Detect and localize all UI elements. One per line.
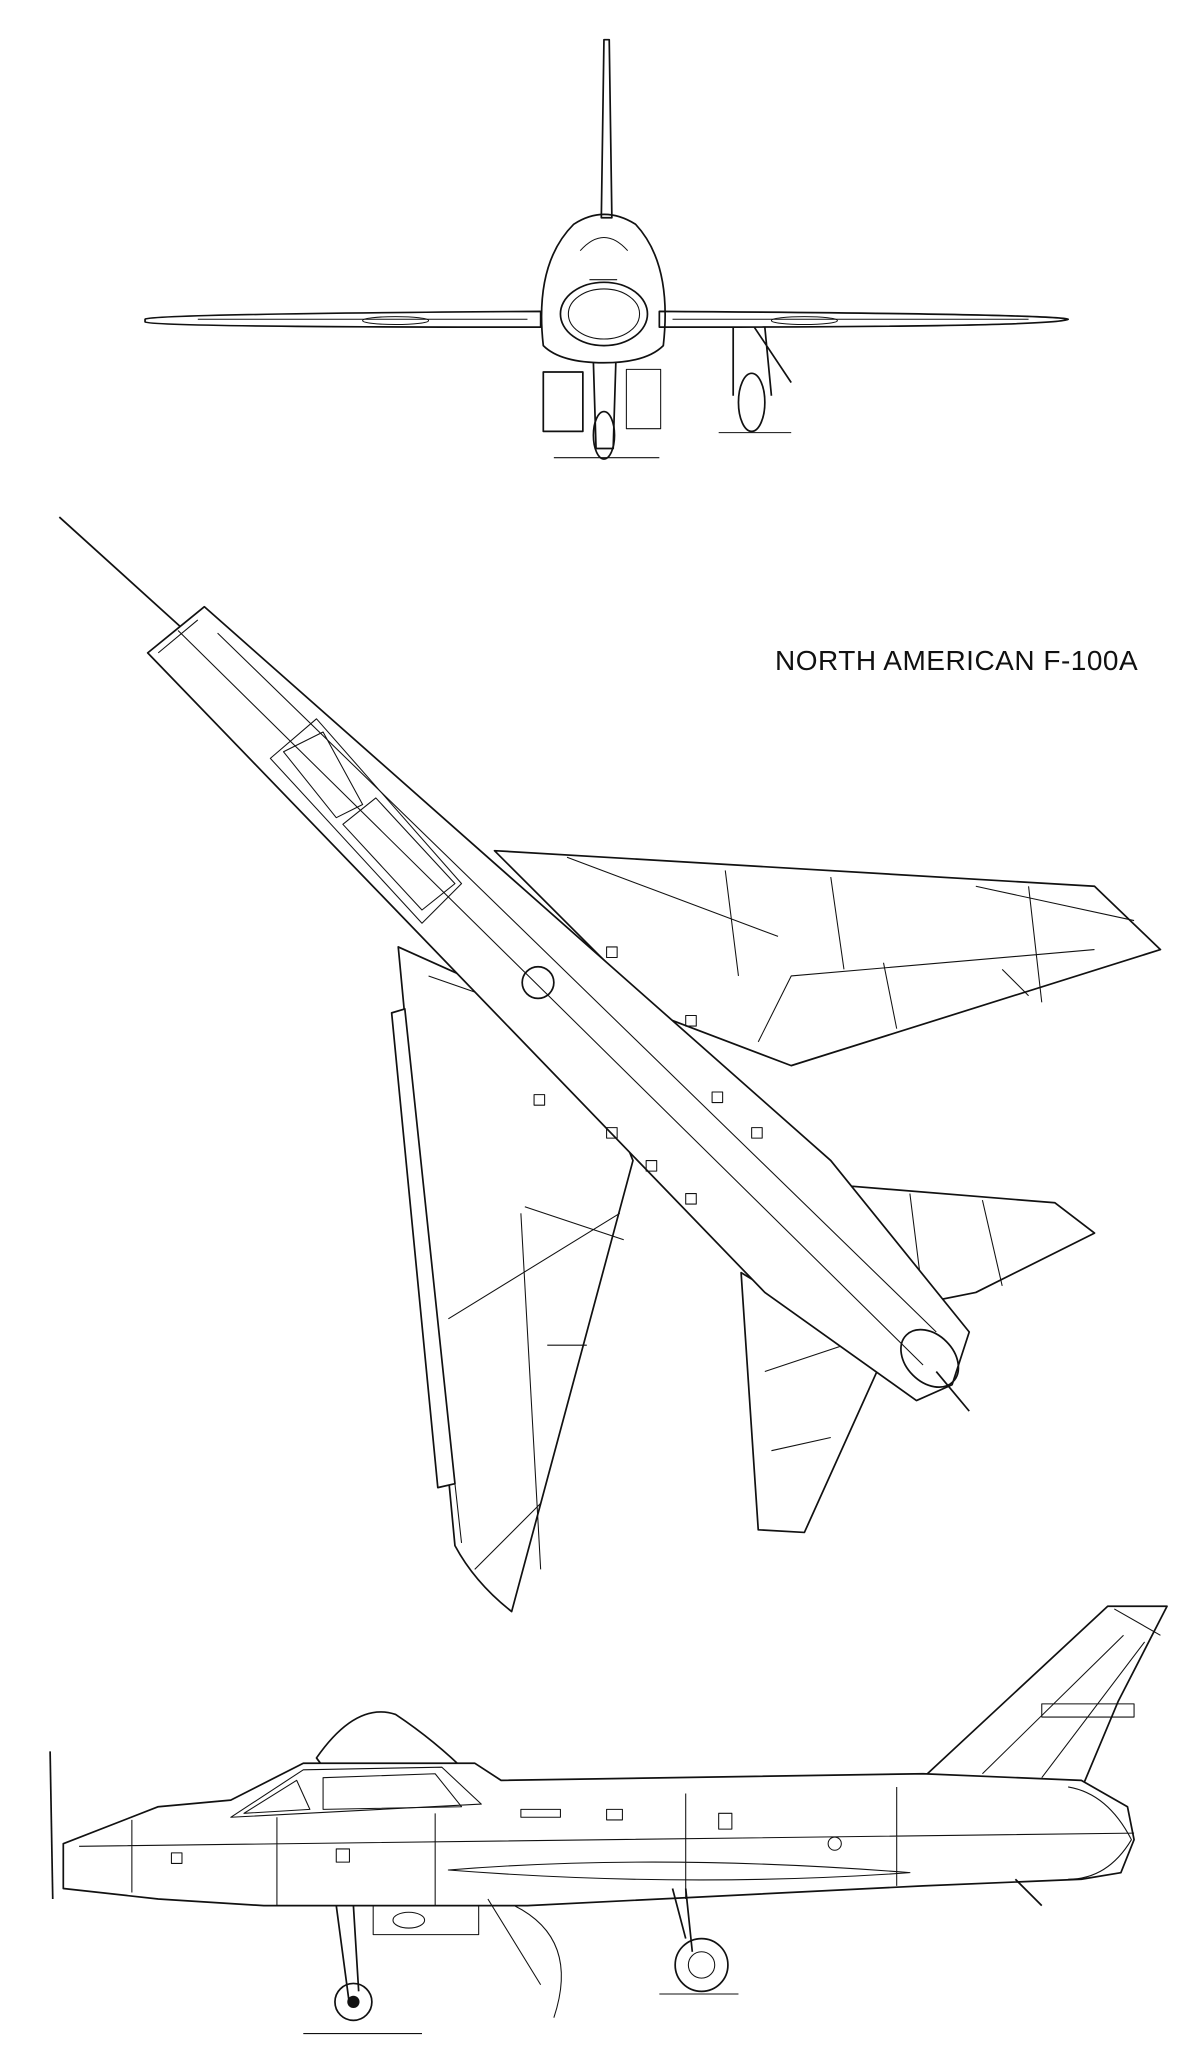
top-view (58, 516, 1162, 1613)
front-view (144, 38, 1069, 460)
side-view (49, 1605, 1168, 2035)
drawing-title: NORTH AMERICAN F-100A (775, 645, 1139, 676)
